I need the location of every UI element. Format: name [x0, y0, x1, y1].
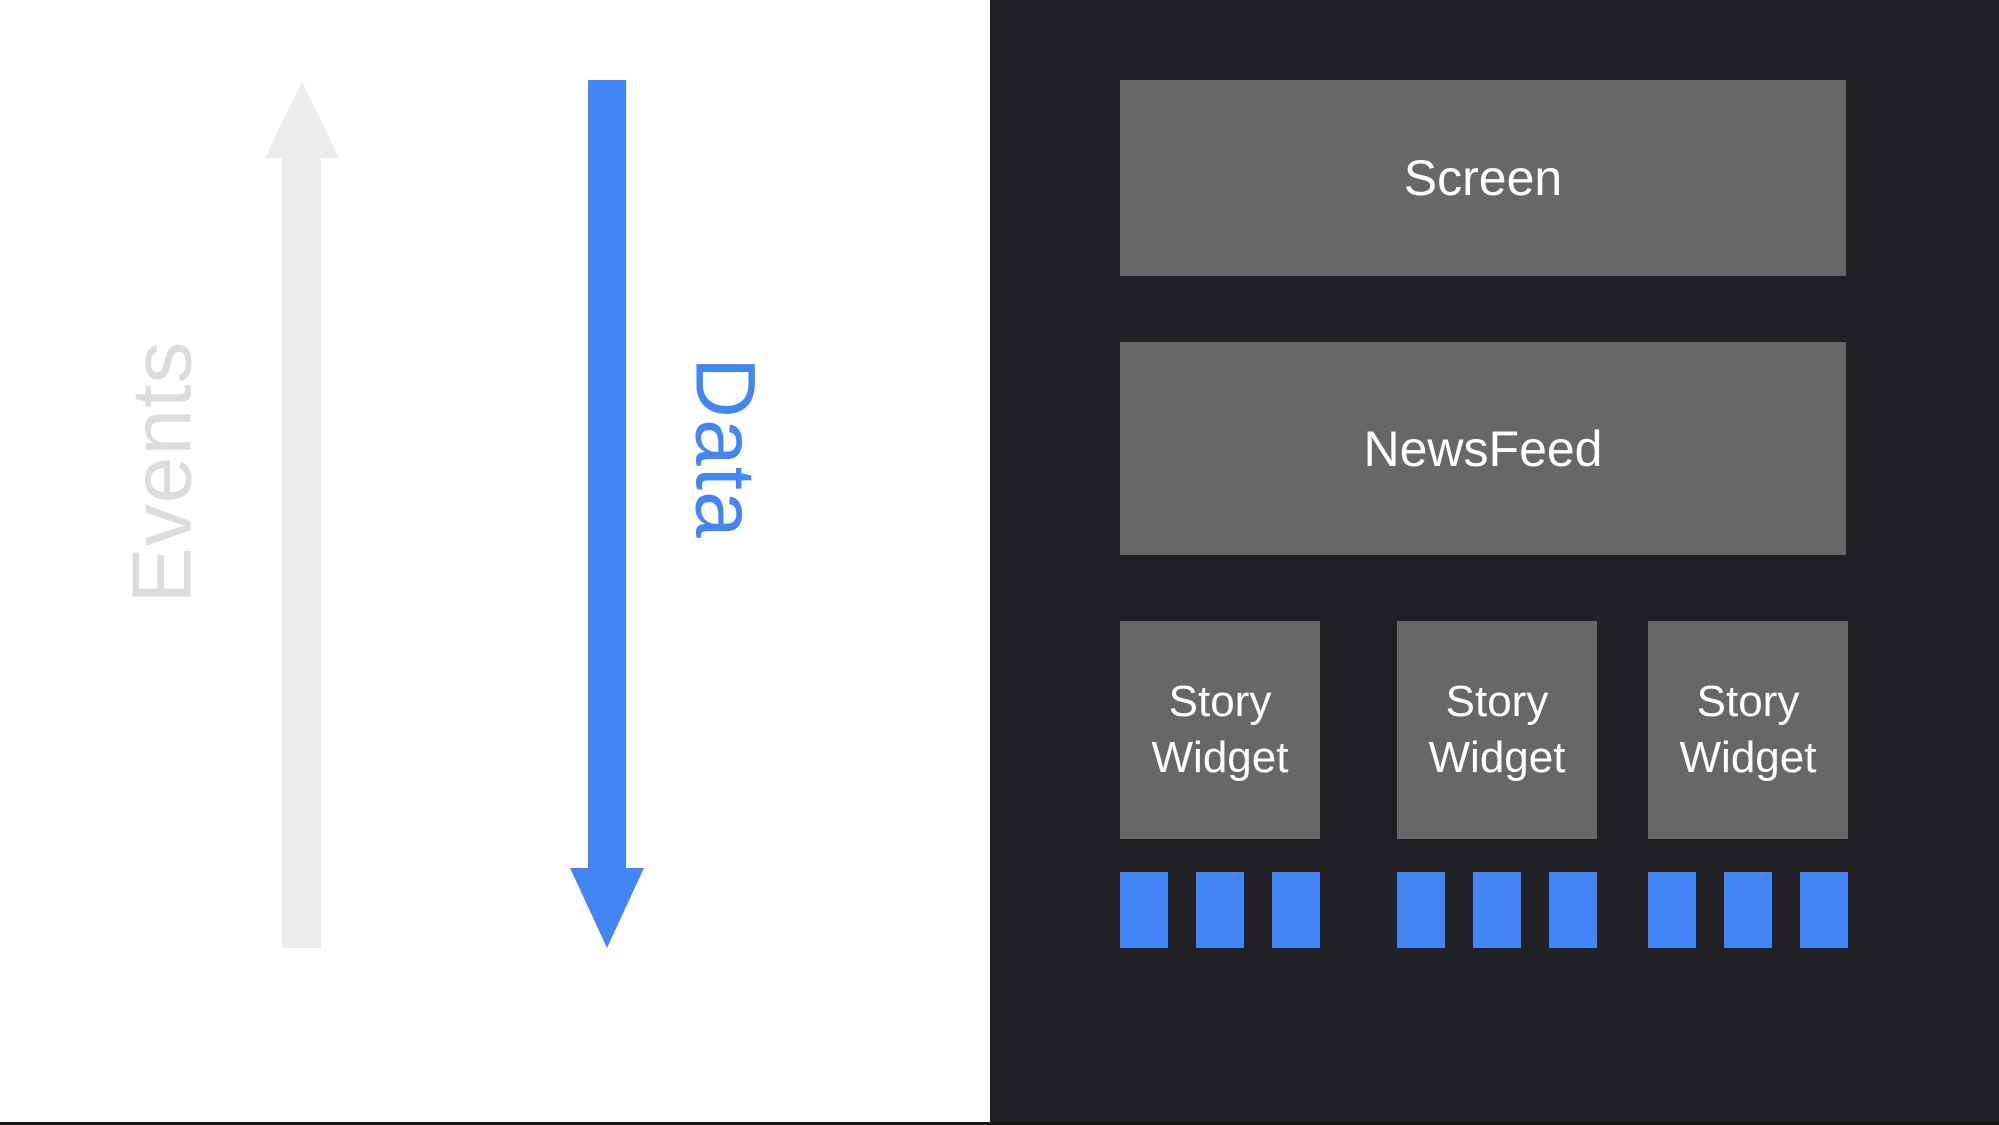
- data-square: [1120, 872, 1168, 948]
- data-square: [1800, 872, 1848, 948]
- newsfeed-node: NewsFeed: [1120, 342, 1846, 555]
- data-label: Data: [678, 357, 773, 539]
- data-square: [1272, 872, 1320, 948]
- story-widget-node: Story Widget: [1397, 621, 1597, 839]
- story-widget-node: Story Widget: [1120, 621, 1320, 839]
- data-arrow-head-icon: [570, 868, 644, 948]
- data-squares-row: [1120, 872, 1320, 948]
- slide-bottom-edge: [0, 1122, 1999, 1125]
- data-square: [1397, 872, 1445, 948]
- story-widget-node-label: Story Widget: [1679, 677, 1817, 782]
- data-square: [1473, 872, 1521, 948]
- story-widget-group: Story Widget: [1648, 621, 1848, 948]
- data-square: [1196, 872, 1244, 948]
- data-square: [1549, 872, 1597, 948]
- events-arrow-shaft: [282, 157, 321, 948]
- screen-node: Screen: [1120, 80, 1846, 276]
- data-flow-section: Events Data: [0, 0, 990, 1125]
- data-square: [1724, 872, 1772, 948]
- widget-tree-panel: Screen NewsFeed Story Widget Story Widge…: [990, 0, 1999, 1125]
- events-label: Events: [114, 340, 209, 604]
- data-square: [1648, 872, 1696, 948]
- data-squares-row: [1397, 872, 1597, 948]
- story-widget-node-label: Story Widget: [1151, 677, 1289, 782]
- data-arrow-shaft: [588, 80, 626, 869]
- data-squares-row: [1648, 872, 1848, 948]
- events-arrow-head-icon: [265, 81, 339, 158]
- story-widget-group: Story Widget: [1120, 621, 1320, 948]
- screen-node-label: Screen: [1403, 150, 1563, 206]
- story-widget-node-label: Story Widget: [1428, 677, 1566, 782]
- story-widget-node: Story Widget: [1648, 621, 1848, 839]
- story-widget-group: Story Widget: [1397, 621, 1597, 948]
- newsfeed-node-label: NewsFeed: [1363, 420, 1603, 477]
